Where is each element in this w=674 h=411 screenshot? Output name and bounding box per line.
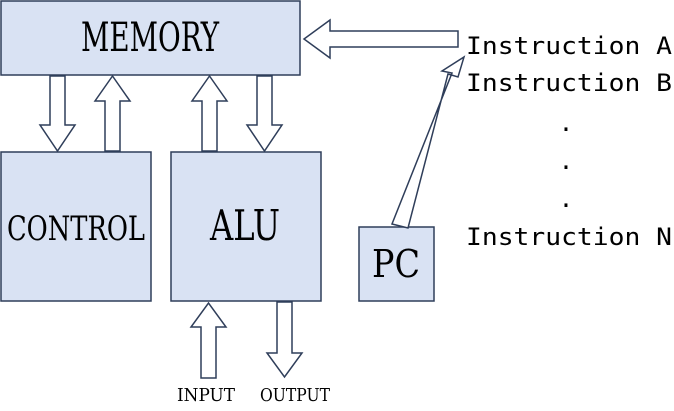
control-label: CONTROL [7,209,145,249]
alu-label: ALU [209,201,280,250]
pc-to-instruction-arrow [390,55,466,229]
instruction-a: Instruction A [466,32,673,60]
memory-block [0,0,301,76]
pc-block [358,226,435,302]
input-label: INPUT [177,385,235,406]
instruction-to-memory-arrow [302,18,459,60]
control-block [0,151,152,302]
alu-to-memory-arrow [190,74,229,152]
ellipsis-dot-2: . [559,147,573,175]
alu-block [170,151,322,302]
instruction-n: Instruction N [466,223,672,251]
memory-to-control-arrow [38,75,77,153]
output-arrow [265,301,304,379]
control-to-memory-arrow [93,74,132,152]
pc-label: PC [372,242,420,286]
ellipsis-dot-3: . [559,185,573,213]
input-arrow [189,301,228,379]
memory-label: MEMORY [81,15,219,61]
output-label: OUTPUT [260,385,330,406]
instruction-b: Instruction B [466,69,672,97]
memory-to-alu-arrow [245,75,284,153]
ellipsis-dot-1: . [559,109,573,137]
